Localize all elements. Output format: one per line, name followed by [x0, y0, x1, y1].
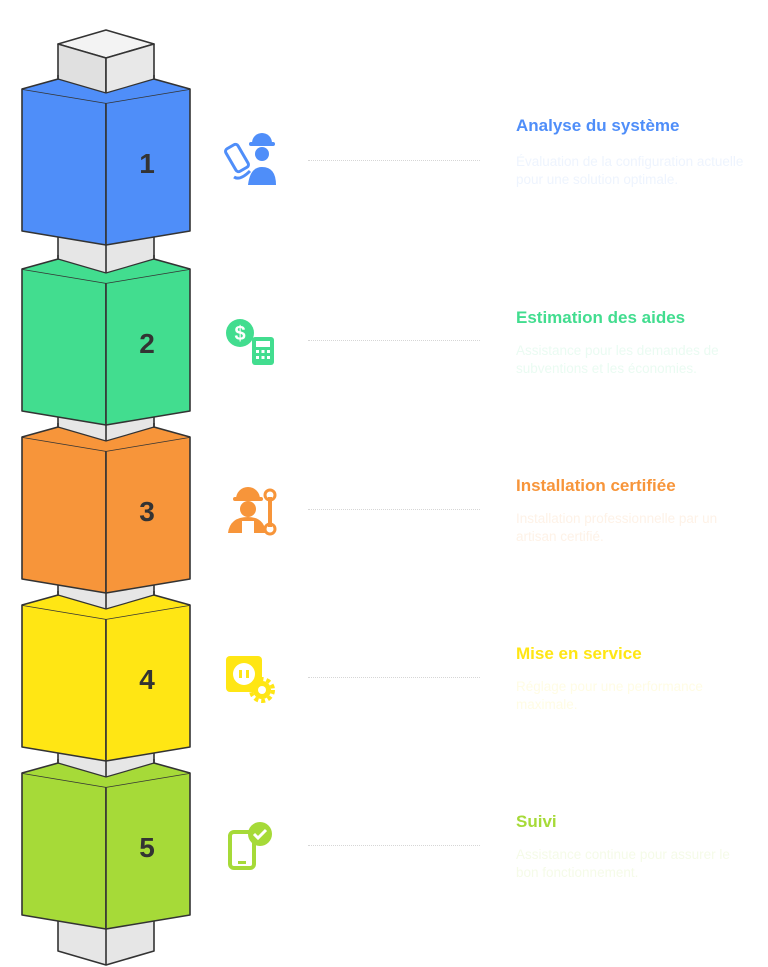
money-calculator-icon: $ [226, 319, 274, 365]
step-5-title: Suivi [516, 812, 557, 831]
step-1-title: Analyse du système [516, 116, 680, 135]
cube-right-face [105, 436, 191, 594]
dotted-connector-2 [308, 340, 480, 341]
step-4-number: 4 [139, 664, 155, 695]
cube-left-face [21, 268, 107, 426]
step-5-description: Assistance continue pour assurer le bon … [516, 847, 730, 880]
cube-top-inner-edge [57, 258, 155, 274]
cube-top-face [22, 763, 190, 787]
cube-top-inner-edge [57, 78, 155, 94]
svg-text:$: $ [234, 323, 245, 345]
step-3-number: 3 [139, 496, 155, 527]
worker-wrench-icon [228, 487, 277, 536]
step-2-cube: 2 [21, 255, 191, 426]
cube-top-inner-edge [57, 594, 155, 610]
cube-top-edge-left [21, 591, 59, 606]
cube-left-face [21, 436, 107, 594]
dotted-connector-4 [308, 677, 480, 678]
step-3-title: Installation certifiée [516, 476, 676, 495]
step-1-cube: 1 [21, 75, 191, 246]
plug-gear-icon [226, 656, 275, 703]
dotted-connector-5 [308, 845, 480, 846]
cube-top-edge-left [21, 75, 59, 90]
step-3-description: Installation professionnelle par un arti… [516, 511, 718, 544]
cube-right-face [105, 88, 191, 246]
cube-left-face [21, 772, 107, 930]
step-1-description: Évaluation de la configuration actuelle … [516, 154, 744, 187]
cube-top-edge-right [153, 423, 191, 438]
cube-left-face [21, 604, 107, 762]
step-2-description: Assistance pour les demandes de subventi… [516, 343, 719, 376]
cube-top-edge-left [21, 423, 59, 438]
dotted-connector-1 [308, 160, 480, 161]
dotted-connector-3 [308, 509, 480, 510]
step-3-cube: 3 [21, 423, 191, 594]
cube-top-face [22, 259, 190, 283]
step-2-number: 2 [139, 328, 155, 359]
step-5-number: 5 [139, 832, 155, 863]
step-4-cube: 4 [21, 591, 191, 762]
step-4-title: Mise en service [516, 644, 642, 663]
technician-icon [224, 133, 276, 185]
step-2-title: Estimation des aides [516, 308, 686, 327]
cube-top-edge-left [21, 759, 59, 774]
step-5-cube: 5 [21, 759, 191, 930]
cube-top-edge-left [21, 255, 59, 270]
cube-top-face [22, 79, 190, 103]
cube-top-face [22, 427, 190, 451]
cube-top-inner-edge [57, 426, 155, 442]
cube-left-face [21, 88, 107, 246]
cube-top-edge-right [153, 75, 191, 90]
cube-top-face [22, 595, 190, 619]
step-1-number: 1 [139, 148, 155, 179]
cube-top-edge-right [153, 591, 191, 606]
cube-top-inner-edge [57, 762, 155, 778]
step-4-description: Réglage pour une performance maximale. [516, 679, 703, 712]
cube-top-edge-right [153, 759, 191, 774]
cube-right-face [105, 268, 191, 426]
cube-top-edge-right [153, 255, 191, 270]
phone-check-icon [228, 822, 272, 870]
